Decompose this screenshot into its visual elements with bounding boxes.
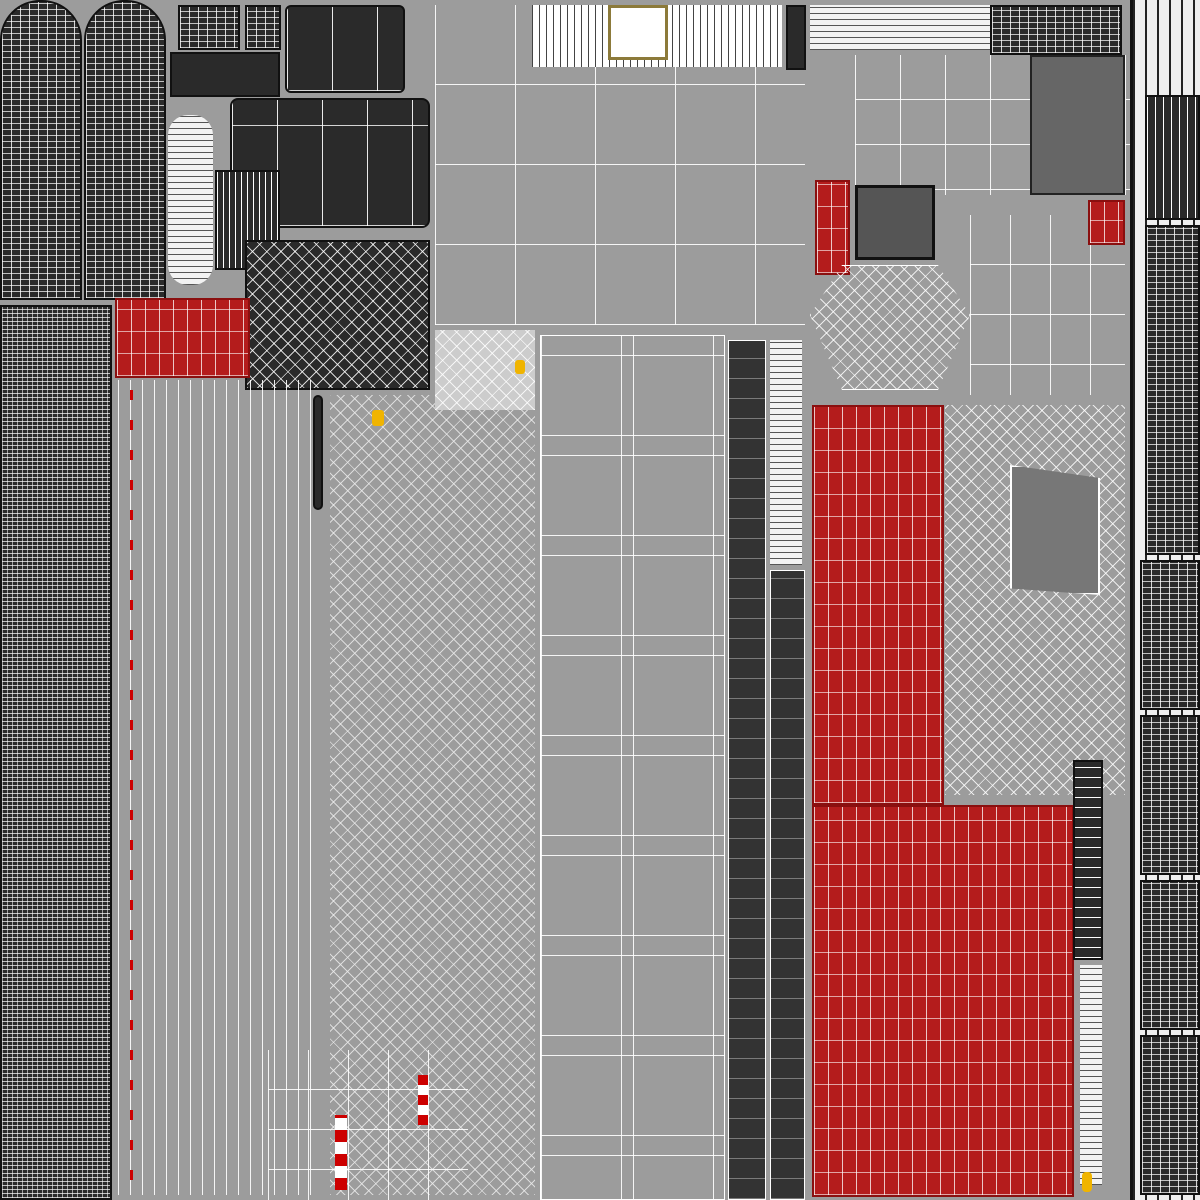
uv-dark-block — [990, 5, 1122, 55]
uv-cylinder-left — [0, 0, 82, 300]
uv-shaded-panel — [1030, 55, 1125, 195]
uv-red-parts — [1088, 200, 1125, 245]
uv-shaded-panel — [855, 185, 935, 260]
uv-right-block — [1140, 1035, 1200, 1195]
uv-red-marks — [335, 1115, 347, 1190]
uv-dark-block — [178, 5, 240, 50]
uv-hull-outline — [810, 265, 970, 390]
uv-right-bar — [1073, 760, 1103, 960]
uv-right-block — [1145, 95, 1200, 220]
uv-dark-strip — [770, 570, 805, 1200]
uv-shaded-panel — [1010, 465, 1100, 595]
uv-red-parts — [815, 180, 850, 275]
uv-bracket-parts — [945, 405, 1125, 795]
uv-yellow-marker — [372, 410, 384, 426]
uv-mixed-parts — [245, 240, 430, 390]
uv-red-marks — [418, 1075, 428, 1125]
uv-mixed-parts — [810, 5, 990, 50]
uv-red-dash-line — [130, 390, 133, 1180]
uv-red-parts — [115, 298, 250, 378]
uv-dark-bar — [786, 5, 806, 70]
uv-gold-decal — [608, 5, 668, 60]
uv-right-block — [1140, 715, 1200, 875]
uv-black-rod — [313, 395, 323, 510]
uv-red-hull-upper — [812, 405, 944, 805]
uv-yellow-marker — [1082, 1172, 1092, 1192]
uv-yellow-marker — [515, 360, 525, 374]
uv-gear-parts — [168, 115, 213, 285]
uv-dark-block — [285, 5, 405, 93]
uv-dark-strip — [728, 340, 766, 1200]
uv-fin-panels — [970, 215, 1125, 395]
uv-right-block — [1140, 880, 1200, 1030]
uv-long-gray-panel — [540, 335, 725, 1200]
uv-long-panel-left — [0, 305, 112, 1200]
uv-cylinder-right — [84, 0, 166, 300]
uv-right-block — [1145, 225, 1200, 555]
uv-dark-block — [170, 52, 280, 97]
uv-red-hull-lower — [812, 805, 1074, 1197]
uv-white-strip — [1080, 965, 1102, 1185]
uv-bottom-panels — [268, 1050, 468, 1200]
uv-white-strip — [770, 340, 802, 565]
uv-right-block — [1140, 560, 1200, 710]
uv-dark-block — [245, 5, 281, 50]
